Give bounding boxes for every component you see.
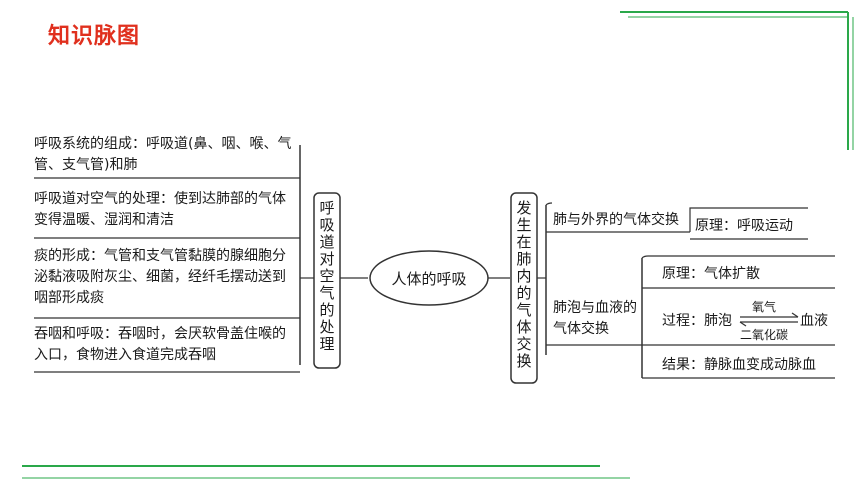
arrow-label-co2: 二氧化碳: [740, 328, 789, 342]
right-vertical-label: 发生在肺内的气体交换: [516, 199, 532, 370]
branch-2-process-prefix: 过程：肺泡: [662, 313, 732, 329]
arrow-label-oxygen: 氧气: [752, 300, 777, 314]
right-vertical-box: [510, 192, 538, 384]
branch-1-label: 肺与外界的气体交换: [553, 212, 679, 228]
left-item-air-processing: 呼吸道对空气的处理：使到达肺部的气体变得温暖、湿润和清洁: [34, 191, 286, 228]
branch-2-result: 结果：静脉血变成动脉血: [662, 357, 816, 373]
left-vertical-box: [313, 192, 341, 369]
branch-1-principle: 原理：呼吸运动: [695, 218, 793, 234]
branch-2-process-suffix: 血液: [800, 313, 828, 329]
left-vertical-label: 呼吸道对空气的处理: [319, 199, 335, 353]
left-item-phlegm: 痰的形成：气管和支气管黏膜的腺细胞分泌黏液吸附灰尘、细菌，经纤毛摆动送到咽部形成…: [34, 248, 286, 306]
left-item-swallow: 吞咽和呼吸：吞咽时，会厌软骨盖住喉的入口，食物进入食道完成吞咽: [34, 326, 286, 363]
page-title: 知识脉图: [48, 24, 141, 49]
left-item-composition: 呼吸系统的组成：呼吸道(鼻、咽、喉、气管、支气管)和肺: [34, 136, 292, 173]
center-node: 人体的呼吸: [391, 270, 467, 288]
branch-2-label: 肺泡与血液的气体交换: [553, 300, 637, 337]
branch-2-principle: 原理：气体扩散: [662, 266, 760, 282]
